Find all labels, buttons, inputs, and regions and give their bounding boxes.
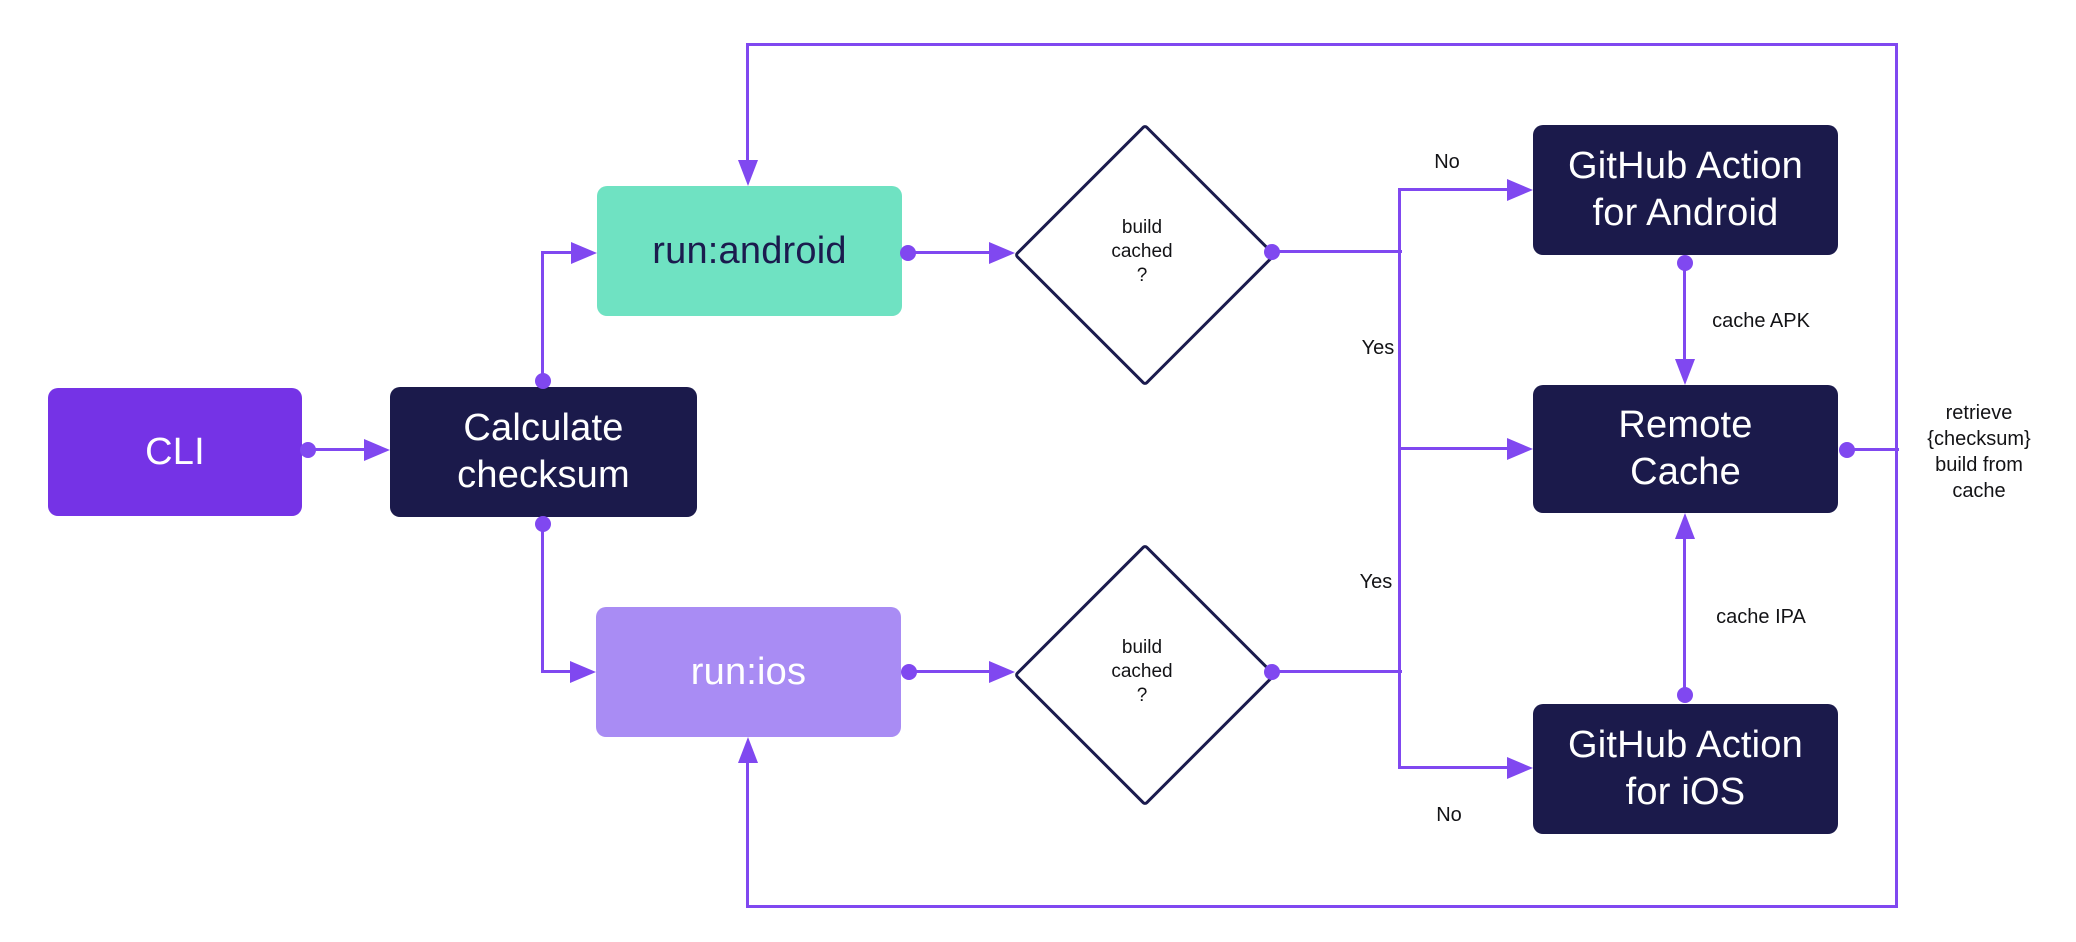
edge-remote-cache-out	[1847, 448, 1899, 451]
arrowhead-into-decision-android	[989, 242, 1015, 264]
edge-decision-android-to-trunk	[1272, 250, 1402, 253]
edge-cache-apk	[1683, 264, 1686, 359]
edge-yes-to-remote-cache	[1400, 447, 1507, 450]
edge-loop-into-run-android	[746, 45, 749, 160]
edge-label-no-ios: No	[1436, 804, 1462, 826]
edge-loop-into-run-ios	[746, 763, 749, 907]
run-android-node: run:android	[597, 186, 902, 316]
cli-node: CLI	[48, 388, 302, 516]
calculate-checksum-node: Calculate checksum	[390, 387, 697, 517]
edge-checksum-to-run-ios-h	[543, 670, 570, 673]
edge-checksum-to-run-android-v	[541, 251, 544, 381]
edge-checksum-to-run-ios-v	[541, 524, 544, 673]
arrowhead-into-remote-cache	[1507, 438, 1533, 460]
edge-label-cache-ipa: cache IPA	[1716, 606, 1806, 628]
edge-loop-bottom-horizontal	[746, 905, 1898, 908]
remote-cache-node: Remote Cache	[1533, 385, 1838, 513]
edge-loop-top-horizontal	[746, 43, 1898, 46]
arrowhead-into-decision-ios	[989, 661, 1015, 683]
edge-run-ios-to-decision	[909, 670, 989, 673]
build-cached-decision-ios-label: build cached ?	[1111, 637, 1173, 706]
edge-no-to-gha-android	[1400, 188, 1507, 191]
connector-dot	[535, 373, 551, 389]
edge-no-to-gha-ios	[1400, 766, 1507, 769]
github-action-android-node: GitHub Action for Android	[1533, 125, 1838, 255]
arrowhead-into-checksum	[364, 439, 390, 461]
github-action-ios-node: GitHub Action for iOS	[1533, 704, 1838, 834]
build-cached-decision-android-label: build cached ?	[1111, 217, 1173, 286]
edge-label-yes-android: Yes	[1361, 337, 1395, 359]
edge-label-yes-ios: Yes	[1359, 571, 1393, 593]
arrowhead-into-gha-android	[1507, 179, 1533, 201]
edge-checksum-to-run-android-h	[543, 251, 571, 254]
arrowhead-loop-run-android	[738, 160, 758, 186]
edge-label-cache-apk: cache APK	[1712, 310, 1810, 332]
edge-trunk-vertical	[1398, 188, 1401, 769]
connector-dot	[1677, 255, 1693, 271]
edge-decision-ios-to-trunk	[1272, 670, 1402, 673]
edge-label-retrieve-from-cache: retrieve {checksum} build from cache	[1927, 402, 2031, 502]
edge-loop-right-vertical	[1895, 43, 1898, 907]
edge-cache-ipa	[1683, 539, 1686, 695]
connector-dot	[1677, 687, 1693, 703]
arrowhead-into-gha-ios	[1507, 757, 1533, 779]
edge-label-no-android: No	[1434, 151, 1460, 173]
arrowhead-into-run-android	[571, 242, 597, 264]
run-ios-node: run:ios	[596, 607, 901, 737]
arrowhead-into-run-ios	[570, 661, 596, 683]
arrowhead-loop-run-ios	[738, 737, 758, 763]
edge-cli-to-checksum	[308, 448, 364, 451]
edge-run-android-to-decision	[908, 251, 989, 254]
arrowhead-cache-ipa	[1675, 513, 1695, 539]
arrowhead-cache-apk	[1675, 359, 1695, 385]
